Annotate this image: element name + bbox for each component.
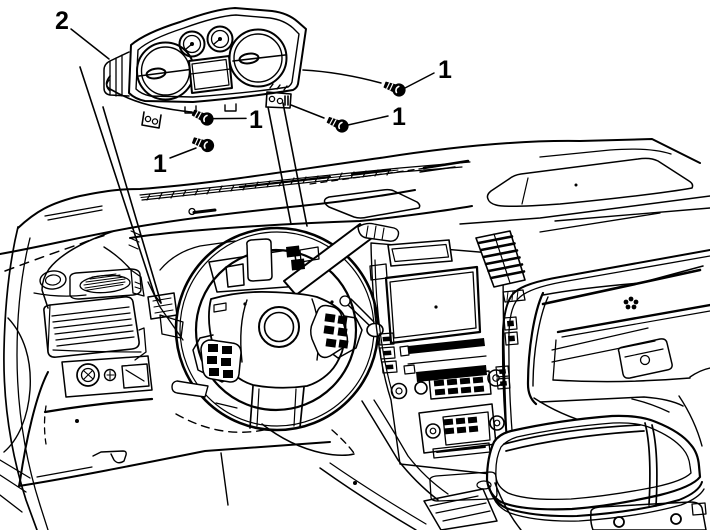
svg-text:1: 1	[392, 103, 406, 131]
svg-text:2: 2	[55, 7, 69, 35]
svg-text:1: 1	[153, 150, 167, 178]
svg-text:1: 1	[249, 106, 263, 134]
svg-text:1: 1	[438, 56, 452, 84]
